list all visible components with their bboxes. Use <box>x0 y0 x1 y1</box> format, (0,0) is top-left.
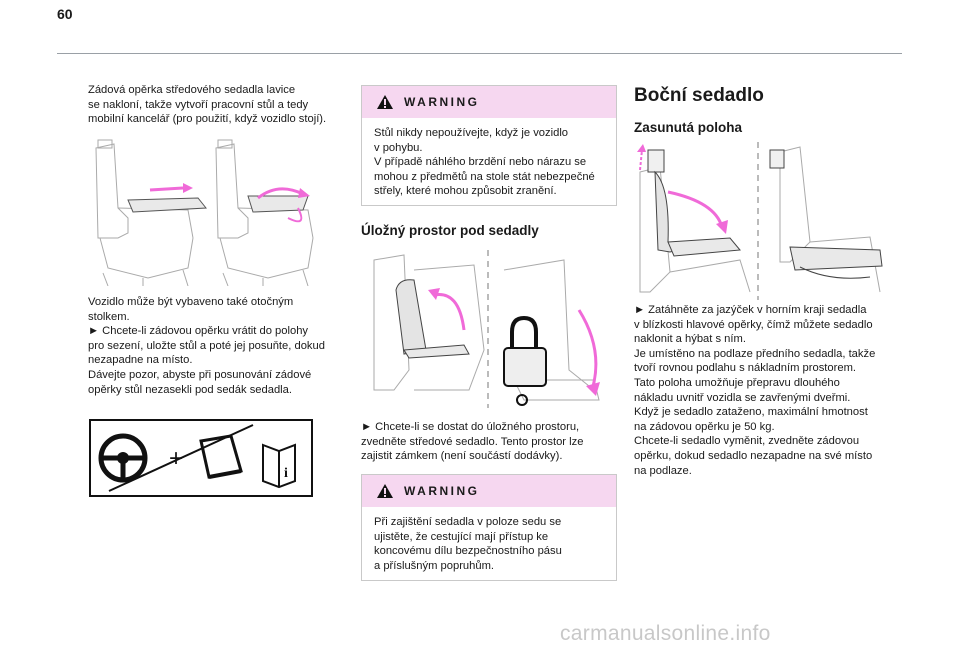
header-rule <box>57 53 902 54</box>
stowed-seat-illustration <box>637 142 883 300</box>
no-table-symbol-icon: + <box>108 424 254 492</box>
steering-wheel-icon <box>98 433 148 483</box>
storage-heading: Úložný prostor pod sedadly <box>361 223 539 238</box>
padlock-icon <box>503 315 547 406</box>
book-info-icon: i <box>262 443 296 489</box>
under-seat-storage-illustration <box>373 250 600 408</box>
svg-text:i: i <box>284 466 288 481</box>
warning-header-2: WARNING <box>362 475 616 507</box>
side-seat-body: ► Zatáhněte za jazýček v horním kraji se… <box>634 304 876 477</box>
side-seat-title: Boční sedadlo <box>634 85 764 106</box>
warning-box-1: WARNING Stůl nikdy nepoužívejte, když je… <box>361 85 617 206</box>
page-number: 60 <box>57 6 73 22</box>
warning-header-1: WARNING <box>362 86 616 118</box>
warning-box-2: WARNING Při zajištění sedadla v poloze s… <box>361 474 617 581</box>
warning-triangle-icon <box>377 484 393 498</box>
desk-seat-illustration <box>95 139 314 286</box>
stowed-position-subtitle: Zasunutá poloha <box>634 120 742 135</box>
warning-text-1: Stůl nikdy nepoužívejte, když je vozidlo… <box>374 127 595 198</box>
warning-text-2: Při zajištění sedadla v poloze sedu se u… <box>374 516 562 572</box>
no-table-while-driving-pictogram: + i <box>89 419 313 497</box>
warning-triangle-icon <box>377 95 393 109</box>
storage-body: ► Chcete-li se dostat do úložného prosto… <box>361 421 584 463</box>
col1-body: Vozidlo může být vybaveno také otočným s… <box>88 296 325 396</box>
warning-title-1: WARNING <box>404 95 480 109</box>
watermark: carmanualsonline.info <box>560 622 771 645</box>
col1-intro: Zádová opěrka středového sedadla lavice … <box>88 84 327 126</box>
svg-text:+: + <box>169 445 183 472</box>
warning-title-2: WARNING <box>404 484 480 498</box>
